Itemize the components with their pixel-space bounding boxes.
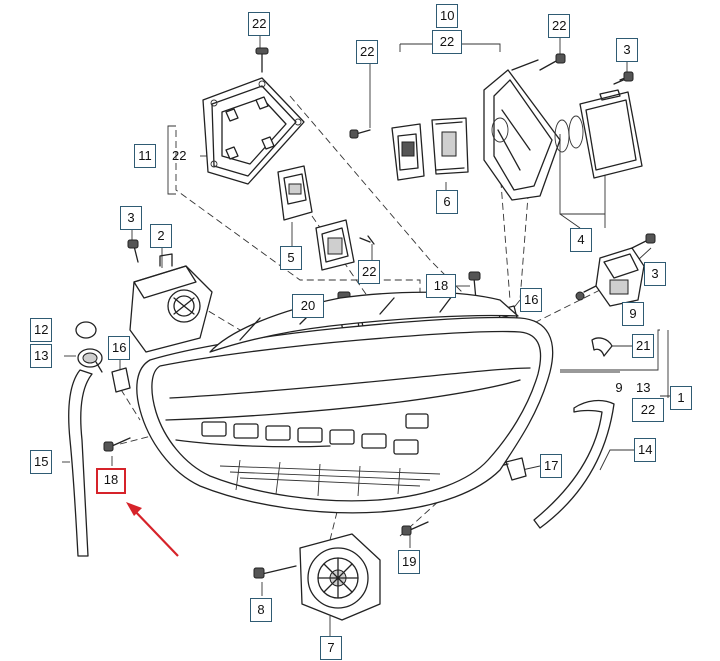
- callout-14: 14: [634, 438, 657, 462]
- callout-3-left: 3: [120, 206, 142, 230]
- igniter-2: [129, 253, 213, 353]
- bracket-10: [483, 59, 561, 201]
- callout-22-mid: 22: [358, 260, 381, 284]
- control-unit-4: [554, 75, 643, 179]
- callout-21: 21: [632, 334, 655, 358]
- clip-17: [499, 457, 527, 481]
- connector-mid: [315, 219, 375, 271]
- callout-9-right: 9: [622, 302, 644, 326]
- callout-8: 8: [250, 598, 272, 622]
- pointer-arrow: [126, 502, 179, 557]
- callout-20: 20: [292, 294, 324, 318]
- callout-22-under-10: 22: [432, 30, 462, 54]
- callout-19: 19: [398, 550, 421, 574]
- callout-22-under-13: 22: [632, 398, 664, 422]
- callout-15: 15: [30, 450, 53, 474]
- motor-9: [575, 247, 645, 307]
- callout-3-top-right: 3: [616, 38, 638, 62]
- callout-22-right: 22: [548, 14, 571, 38]
- strip-15: [68, 369, 93, 557]
- callout-22-beside-11: 22: [172, 148, 187, 163]
- callout-3-right: 3: [644, 262, 666, 286]
- strip-14: [533, 399, 615, 529]
- callout-17: 17: [540, 454, 563, 478]
- callout-22-top: 22: [248, 12, 271, 36]
- callout-4: 4: [570, 228, 592, 252]
- bracket-6: [391, 117, 469, 181]
- callout-13-left: 13: [30, 344, 53, 368]
- parts-left-small: [75, 321, 131, 393]
- screws: [103, 47, 656, 579]
- callout-16-left: 16: [108, 336, 131, 360]
- callout-2: 2: [150, 224, 172, 248]
- callout-18-highlighted: 18: [96, 468, 126, 494]
- callout-16-right: 16: [520, 288, 543, 312]
- callout-10: 10: [436, 4, 459, 28]
- lamp-base-7: [299, 533, 381, 621]
- callout-7: 7: [320, 636, 342, 660]
- callout-12: 12: [30, 318, 53, 342]
- headlight-housing: [136, 291, 554, 514]
- callout-5: 5: [280, 246, 302, 270]
- control-unit-11: [202, 77, 305, 185]
- callout-18-top: 18: [426, 274, 456, 298]
- callout-6: 6: [436, 190, 458, 214]
- callout-11: 11: [134, 144, 156, 168]
- elbow-21: [591, 337, 613, 357]
- callout-1: 1: [670, 386, 692, 410]
- module-5: [277, 165, 313, 221]
- callout-22-left: 22: [356, 40, 379, 64]
- callout-13: 13: [636, 380, 651, 395]
- callout-9: 9: [615, 380, 623, 395]
